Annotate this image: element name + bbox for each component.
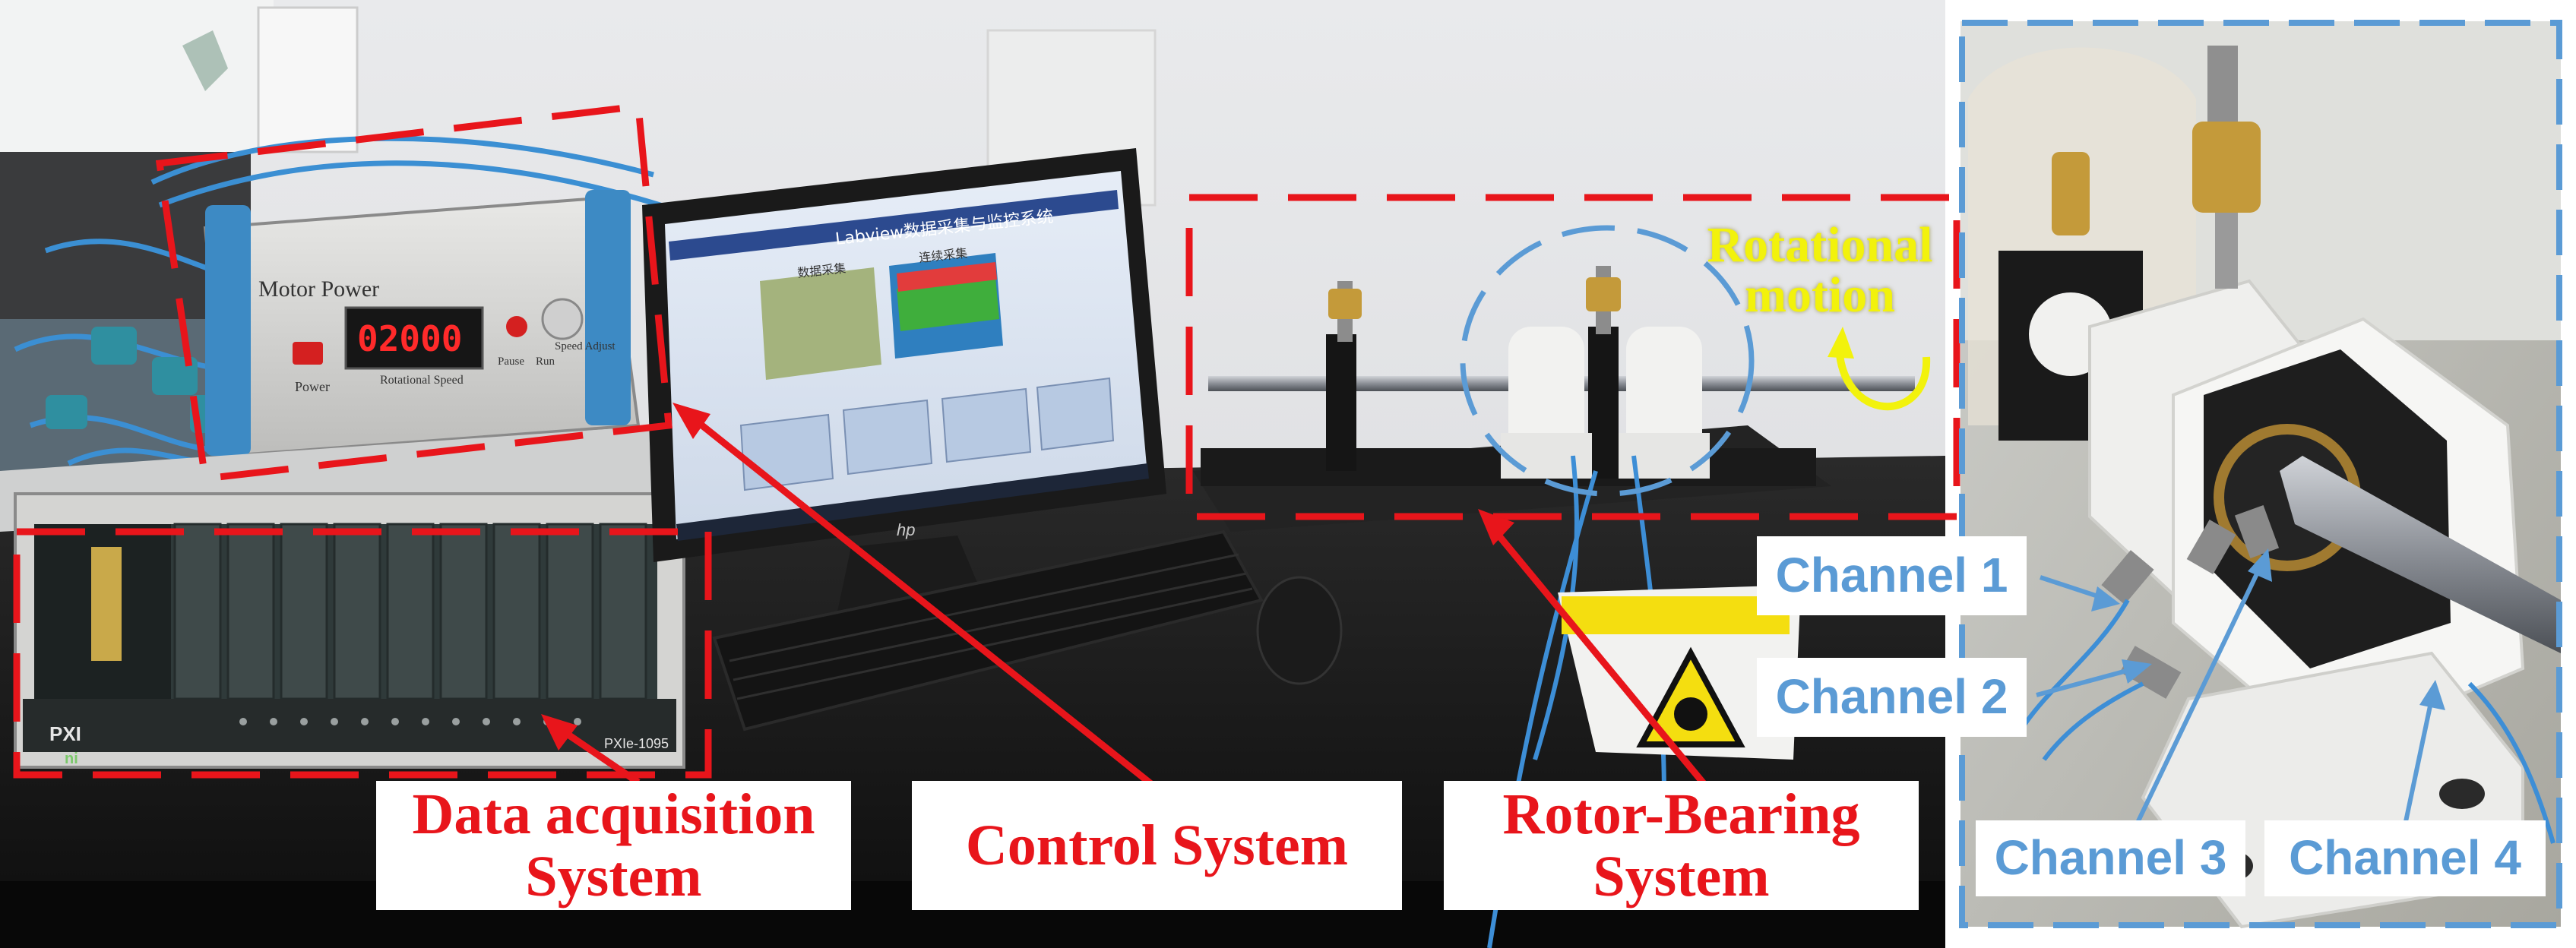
pause-label: Pause (498, 356, 524, 368)
channel-2-label: Channel 2 (1757, 658, 2027, 737)
chassis-model: PXIe-1095 (604, 736, 669, 751)
channel-1-label: Channel 1 (1757, 536, 2027, 615)
control-system-box (155, 102, 672, 482)
speed-display: 02000 (357, 318, 462, 359)
inset-photo (1959, 20, 2562, 929)
keyboard (712, 529, 1264, 732)
daq-box (13, 528, 712, 779)
run-button (506, 316, 527, 337)
rotor-bearing-label: Rotor-Bearing System (1444, 781, 1919, 910)
rotational-speed-label: Rotational Speed (380, 374, 464, 387)
inset-border (1959, 20, 2562, 928)
run-label: Run (536, 356, 555, 368)
warning-sign (1558, 585, 1801, 760)
control-system-label: Control System (912, 781, 1402, 910)
motor-power-title: Motor Power (258, 276, 379, 302)
hp-logo: hp (897, 520, 915, 539)
data-acquisition-label: Data acquisition System (376, 781, 851, 910)
power-switch (293, 342, 323, 365)
rotational-motion-label: Rotational motion (1707, 217, 1933, 323)
motor-power-unit: Motor Power 02000 Power Rotational Speed… (203, 190, 641, 458)
rotor-test-bench (1193, 266, 1915, 532)
pxi-label: PXI (49, 722, 81, 745)
rotational-motion-arrow (1828, 327, 1931, 410)
speed-adjust-label: Speed Adjust (555, 340, 616, 352)
bearing-highlight (1460, 225, 1755, 497)
channel-4-label: Channel 4 (2264, 820, 2546, 896)
channel-arrows (2036, 548, 2445, 845)
monitor: Labview数据采集与监控系统 数据采集 连续采集 hp (642, 148, 1166, 619)
speed-knob (541, 298, 584, 340)
pxi-chassis: PXI ni PXIe-1095 (14, 492, 685, 769)
red-dashed-boxes (13, 102, 1960, 779)
mouse (1256, 576, 1343, 685)
ni-logo: ni (65, 750, 78, 767)
power-label: Power (295, 379, 330, 394)
red-arrows (541, 403, 1709, 793)
channel-3-label: Channel 3 (1976, 820, 2245, 896)
rotor-bearing-box (1185, 194, 1960, 520)
